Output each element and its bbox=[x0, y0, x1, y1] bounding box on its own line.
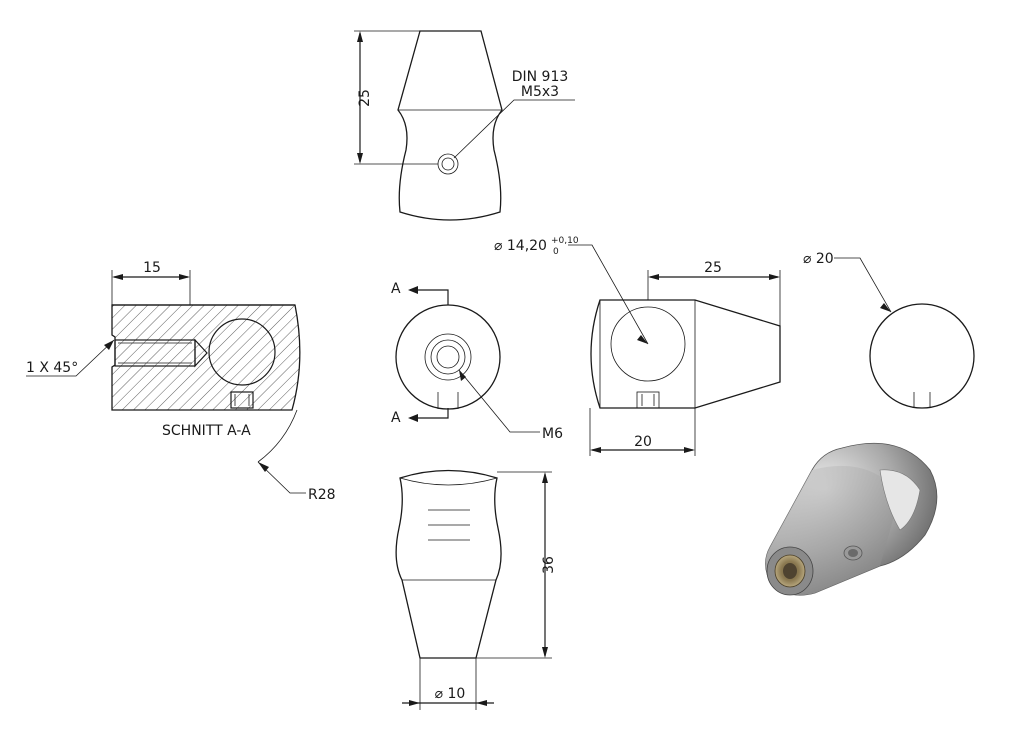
bore-diameter: ⌀ 14,20 bbox=[494, 238, 547, 254]
bottom-view: 36 ⌀ 10 bbox=[395, 469, 557, 710]
din-callout-line2: M5x3 bbox=[521, 84, 559, 100]
section-hatch bbox=[111, 304, 301, 411]
side-taper-dim: 25 bbox=[704, 260, 722, 276]
front-thread-outer bbox=[424, 333, 472, 381]
side-width-dim: 20 bbox=[634, 434, 652, 450]
end-view: ⌀ 20 bbox=[803, 251, 975, 409]
front-outer-circle bbox=[395, 304, 501, 410]
bore-tol-lower: 0 bbox=[553, 247, 559, 257]
section-label: SCHNITT A-A bbox=[162, 423, 251, 439]
isometric-render bbox=[765, 442, 938, 596]
bottom-view-outline bbox=[395, 469, 502, 659]
section-view: 15 1 X 45° SCHNITT A-A R28 bbox=[26, 260, 336, 503]
top-view-outline bbox=[397, 30, 503, 221]
bore-circle bbox=[208, 318, 276, 386]
section-depth-dim: 15 bbox=[143, 260, 161, 276]
bore-opening bbox=[879, 469, 921, 531]
side-view-outline bbox=[590, 299, 781, 409]
radius-label: R28 bbox=[308, 487, 336, 503]
end-diameter: ⌀ 20 bbox=[803, 251, 834, 267]
side-view: ⌀ 14,20 +0,10 0 25 20 bbox=[494, 236, 781, 456]
bottom-diameter: ⌀ 10 bbox=[435, 686, 466, 702]
front-view: A A M6 bbox=[391, 281, 563, 442]
side-bore-circle bbox=[610, 306, 686, 382]
top-height-dim: 25 bbox=[357, 89, 373, 107]
end-circle bbox=[869, 303, 975, 409]
thread-label: M6 bbox=[542, 426, 563, 442]
bore-tol-upper: +0,10 bbox=[551, 236, 579, 246]
section-set-screw bbox=[230, 391, 254, 409]
top-view: 25 DIN 913 M5x3 bbox=[354, 30, 575, 221]
chamfer-label: 1 X 45° bbox=[26, 360, 78, 376]
set-screw-inner bbox=[441, 157, 455, 171]
cut-label-top: A bbox=[391, 281, 401, 297]
cut-label-bottom: A bbox=[391, 410, 401, 426]
din-callout-line1: DIN 913 bbox=[512, 69, 569, 85]
bottom-height-dim: 36 bbox=[541, 556, 557, 574]
